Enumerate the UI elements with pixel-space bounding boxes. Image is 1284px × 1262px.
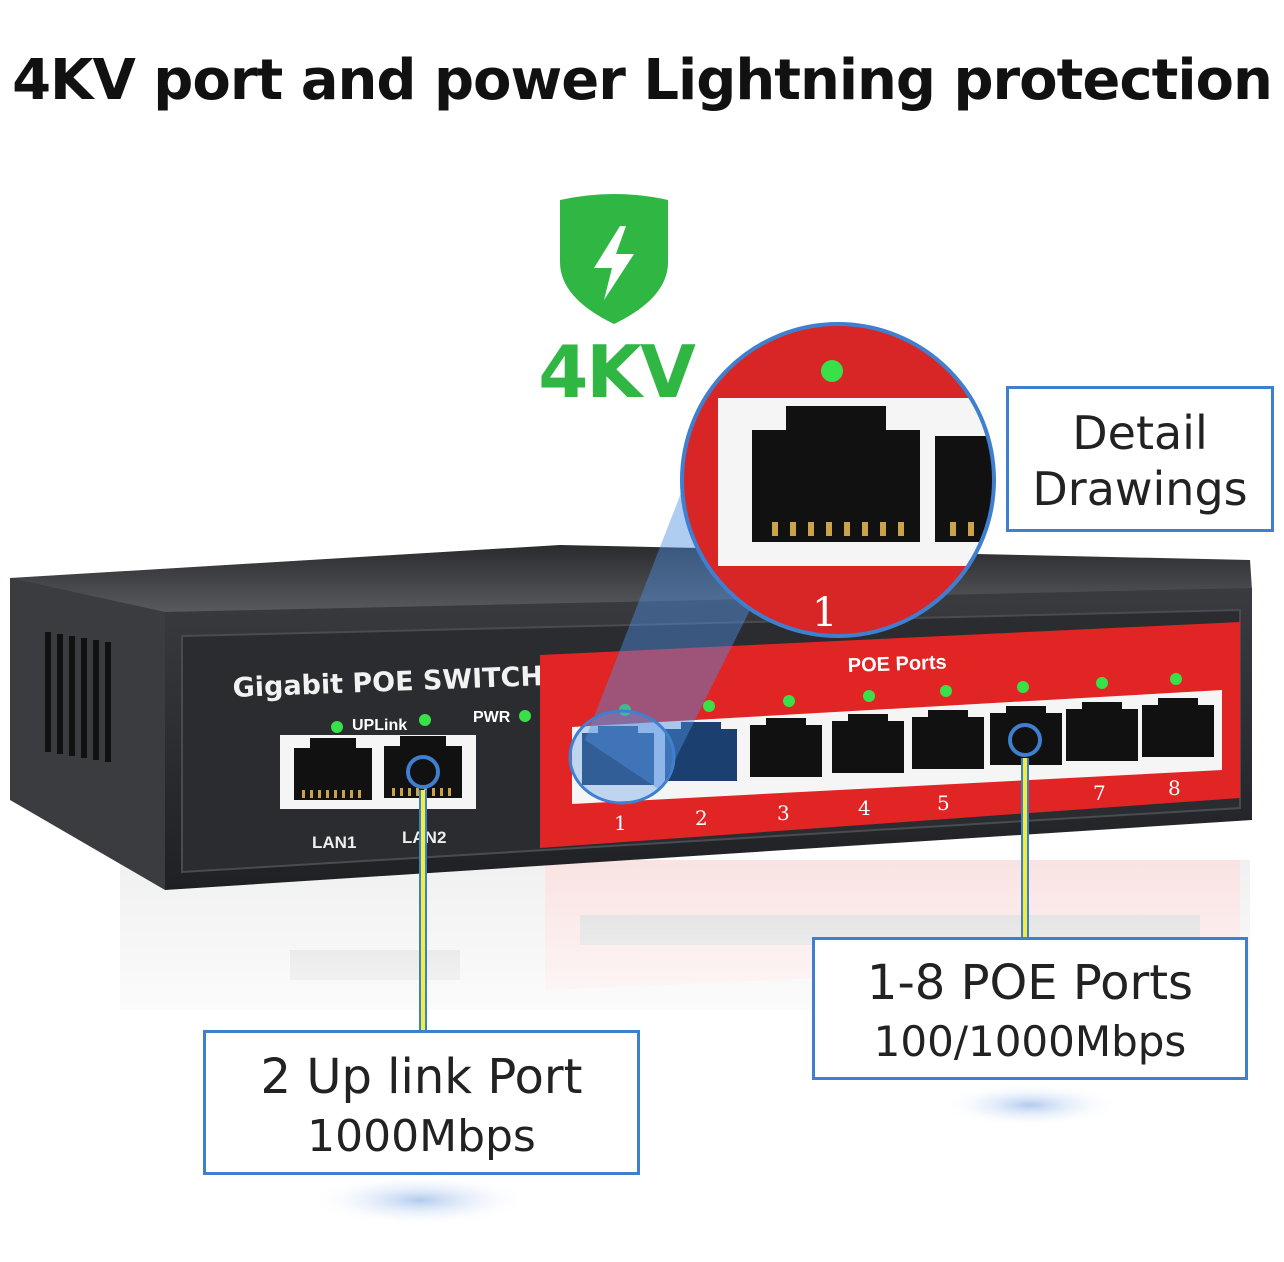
zoom-detail: 1 (680, 322, 996, 638)
uplink-led (419, 714, 431, 726)
port-number: 7 (1093, 781, 1106, 805)
callout-connector (1008, 723, 1042, 937)
poe-port (832, 714, 904, 773)
port-number: 8 (1168, 776, 1181, 800)
port1-highlight (568, 709, 676, 805)
callout-title: 1-8 POE Ports (866, 955, 1194, 1011)
callout-title: 2 Up link Port (260, 1049, 583, 1105)
port-number: 4 (858, 796, 871, 820)
callout-title: Drawings (1032, 462, 1248, 516)
protection-badge-text: 4KV (538, 330, 696, 414)
uplink-port-block (280, 735, 476, 809)
poe-port (1066, 702, 1138, 761)
port-number: 2 (695, 806, 708, 830)
poe-port (665, 722, 737, 781)
callout-shadow (940, 1083, 1120, 1127)
port-number: 3 (777, 801, 790, 825)
poe-port (912, 710, 984, 769)
poe-port (582, 726, 654, 785)
uplink-led (331, 721, 343, 733)
poe-led-row (619, 673, 1182, 716)
page-title: 4KV port and power Lightning protection (12, 48, 1273, 113)
switch-side-panel (10, 578, 165, 890)
poe-panel-label: POE Ports (847, 652, 947, 677)
detail-drawings-callout: Detail Drawings (1006, 386, 1274, 532)
callout-subtitle: 100/1000Mbps (873, 1017, 1187, 1066)
port-number: 1 (614, 811, 627, 835)
lan1-label: LAN1 (312, 833, 356, 852)
uplink-port-callout: 2 Up link Port 1000Mbps (203, 1030, 640, 1175)
poe-port (750, 718, 822, 777)
callout-shadow (310, 1174, 530, 1226)
power-led (519, 710, 531, 722)
port-number: 5 (937, 791, 950, 815)
zoom-ring (680, 322, 996, 638)
poe-ports-callout: 1-8 POE Ports 100/1000Mbps (812, 937, 1248, 1080)
poe-port (1142, 698, 1214, 757)
callout-subtitle: 1000Mbps (307, 1111, 536, 1162)
uplink-label: UPLink (352, 717, 407, 734)
ventilation-grille (45, 632, 111, 762)
callout-title: Detail (1072, 406, 1208, 460)
shield-lightning-icon (560, 194, 668, 324)
lan-port (294, 738, 372, 800)
poe-switch: Gigabit POE SWITCH UPLink PWR (10, 545, 1252, 890)
pwr-label: PWR (473, 709, 511, 726)
callout-connector (406, 755, 440, 1030)
lan-port (384, 736, 462, 798)
zoom-port-number: 1 (812, 590, 837, 636)
